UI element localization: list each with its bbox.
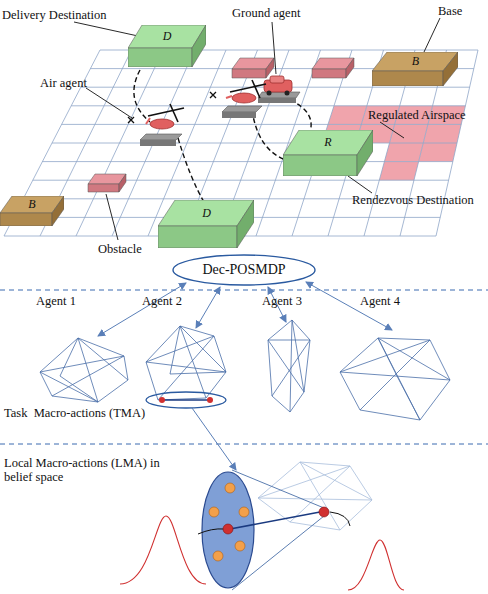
- callout-label: Obstacle: [98, 242, 142, 256]
- agent-arrows: [98, 282, 392, 336]
- rendezvous-destination: R: [283, 130, 373, 176]
- callout-label: Delivery Destination: [2, 8, 107, 22]
- separator: [0, 444, 488, 445]
- grid-floor: [4, 50, 478, 236]
- callout-label: Agent 3: [262, 294, 302, 308]
- node-text: Dec-POSMDP: [172, 262, 316, 278]
- callout-label: Ground agent: [232, 6, 300, 20]
- delivery-destination: D: [158, 200, 254, 248]
- gaussians: [120, 516, 404, 590]
- callout-label: Agent 4: [360, 294, 400, 308]
- callout-label: Local Macro-actions (LMA) in belief spac…: [4, 456, 164, 485]
- agent-paths: [134, 70, 311, 202]
- separator: [0, 290, 488, 291]
- air-agent-2: [210, 80, 266, 118]
- task-graphs: [40, 320, 450, 420]
- node-text: D: [167, 200, 246, 226]
- node-text: B: [380, 52, 451, 71]
- dec-posmdp-ellipse: Dec-POSMDP: [172, 254, 316, 286]
- selected-tma: [146, 392, 226, 408]
- base-block: B: [0, 196, 64, 226]
- callout-label: Agent 2: [142, 294, 182, 308]
- samples: [209, 483, 249, 561]
- callout-label: Regulated Airspace: [368, 108, 466, 122]
- callout-label: Rendezvous Destination: [352, 193, 474, 207]
- callout-label: Base: [438, 4, 462, 18]
- node-text: D: [135, 25, 199, 48]
- callout-label: Air agent: [40, 76, 87, 90]
- node-text: R: [291, 130, 365, 155]
- callout-label: Task Macro-actions (TMA): [4, 406, 145, 420]
- node-text: B: [6, 196, 58, 213]
- air-agent-1: [128, 104, 184, 146]
- callout-label: Agent 1: [36, 294, 76, 308]
- ground-agent: [258, 76, 300, 103]
- base-block: B: [372, 52, 458, 86]
- delivery-destination: D: [128, 25, 206, 67]
